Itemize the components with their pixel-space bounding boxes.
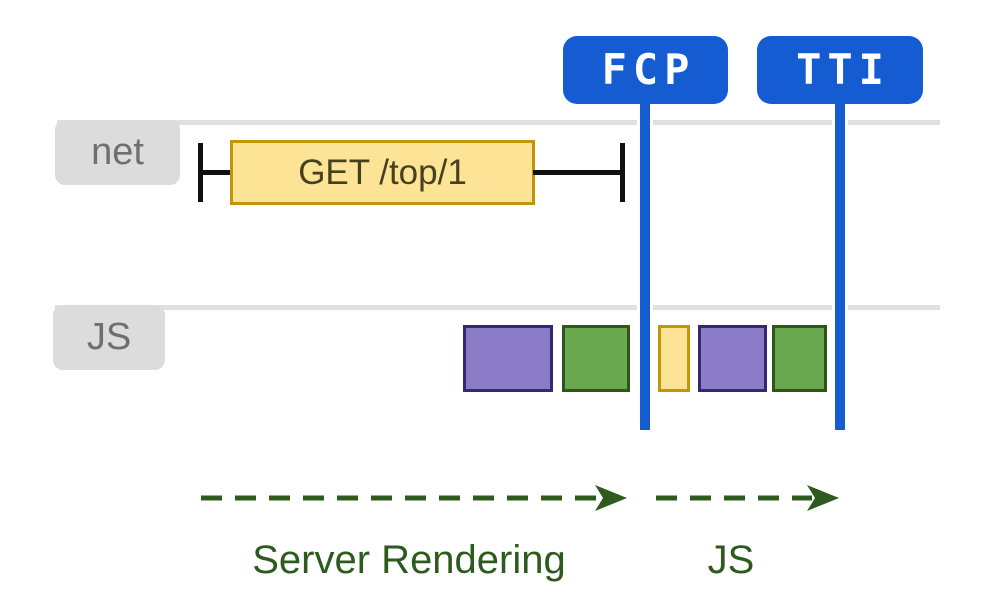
- fcp-marker-badge: FCP: [563, 36, 728, 104]
- js-block-purple-1: [463, 325, 553, 392]
- request-end-tick: [620, 143, 625, 202]
- js-phase-arrowhead: [807, 485, 839, 511]
- js-track-label: JS: [53, 305, 165, 370]
- request-right-connector: [533, 170, 622, 175]
- tti-marker-badge: TTI: [757, 36, 923, 104]
- js-phase-label: JS: [707, 538, 755, 582]
- js-block-green-1: [562, 325, 630, 392]
- fcp-marker-line: [640, 100, 650, 430]
- net-track-line: [57, 120, 940, 125]
- js-track-line: [55, 305, 940, 310]
- js-block-purple-2: [698, 325, 767, 392]
- js-phase-arrow: [656, 485, 839, 511]
- server-rendering-label: Server Rendering: [252, 538, 566, 582]
- network-request-bar: GET /top/1: [230, 140, 535, 205]
- server-rendering-arrowhead: [595, 485, 627, 511]
- server-rendering-arrow: [201, 485, 627, 511]
- request-left-connector: [200, 170, 232, 175]
- js-block-green-2: [772, 325, 827, 392]
- net-track-label: net: [55, 120, 180, 185]
- tti-marker-line: [835, 100, 845, 430]
- js-block-yellow-1: [658, 325, 690, 392]
- js-execution-blocks: [0, 325, 994, 392]
